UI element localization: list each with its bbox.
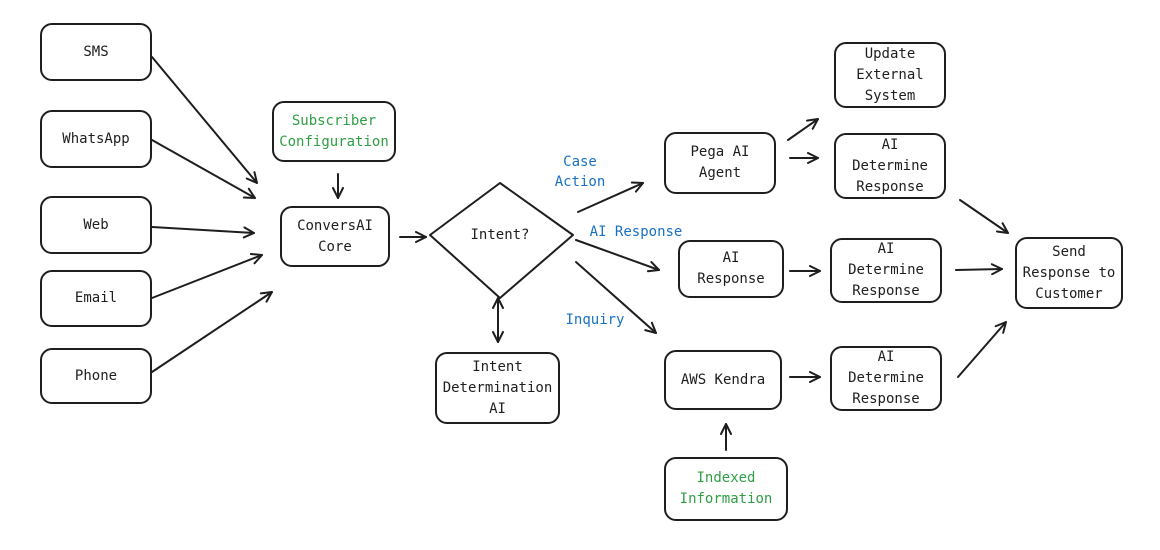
edge-case-action (577, 181, 644, 213)
edge-determine-send-2 (955, 263, 1003, 276)
determine-response-ai-node[interactable]: AI Determine Response (830, 238, 942, 303)
aws-kendra-node[interactable]: AWS Kendra (664, 350, 782, 410)
determine-response-kendra-node[interactable]: AI Determine Response (830, 346, 942, 411)
indexed-information-node[interactable]: Indexed Information (664, 457, 788, 521)
edge-phone-core (151, 291, 273, 373)
edge-label-ai-response: AI Response (589, 224, 683, 240)
intent-determination-node[interactable]: Intent Determination AI (435, 352, 560, 424)
edge-pega-update (787, 118, 819, 141)
conversai-core-node[interactable]: ConversAI Core (280, 206, 390, 267)
edge-email-core (151, 252, 263, 299)
edge-whatsapp-core (151, 139, 256, 199)
phone-node[interactable]: Phone (40, 348, 152, 404)
email-node[interactable]: Email (40, 270, 152, 327)
edge-determine-send-3 (957, 321, 1007, 378)
edge-label-case-action: Case Action (554, 154, 606, 190)
whatsapp-node[interactable]: WhatsApp (40, 110, 152, 168)
ai-response-node[interactable]: AI Response (678, 240, 784, 298)
update-external-system-node[interactable]: Update External System (834, 42, 946, 108)
send-response-to-customer-node[interactable]: Send Response to Customer (1015, 237, 1123, 309)
edge-sms-core (151, 56, 258, 184)
intent-diamond[interactable] (429, 182, 574, 299)
edge-web-core (151, 226, 255, 239)
edge-label-inquiry: Inquiry (565, 312, 625, 328)
edge-ai-response (575, 239, 660, 273)
subscriber-configuration-node[interactable]: Subscriber Configuration (272, 101, 396, 162)
determine-response-case-node[interactable]: AI Determine Response (834, 133, 946, 199)
web-node[interactable]: Web (40, 196, 152, 254)
sms-node[interactable]: SMS (40, 23, 152, 81)
intent-label: Intent? (470, 227, 530, 243)
pega-ai-agent-node[interactable]: Pega AI Agent (664, 132, 776, 194)
edge-determine-send-1 (959, 199, 1009, 234)
edge-inquiry (575, 261, 657, 334)
